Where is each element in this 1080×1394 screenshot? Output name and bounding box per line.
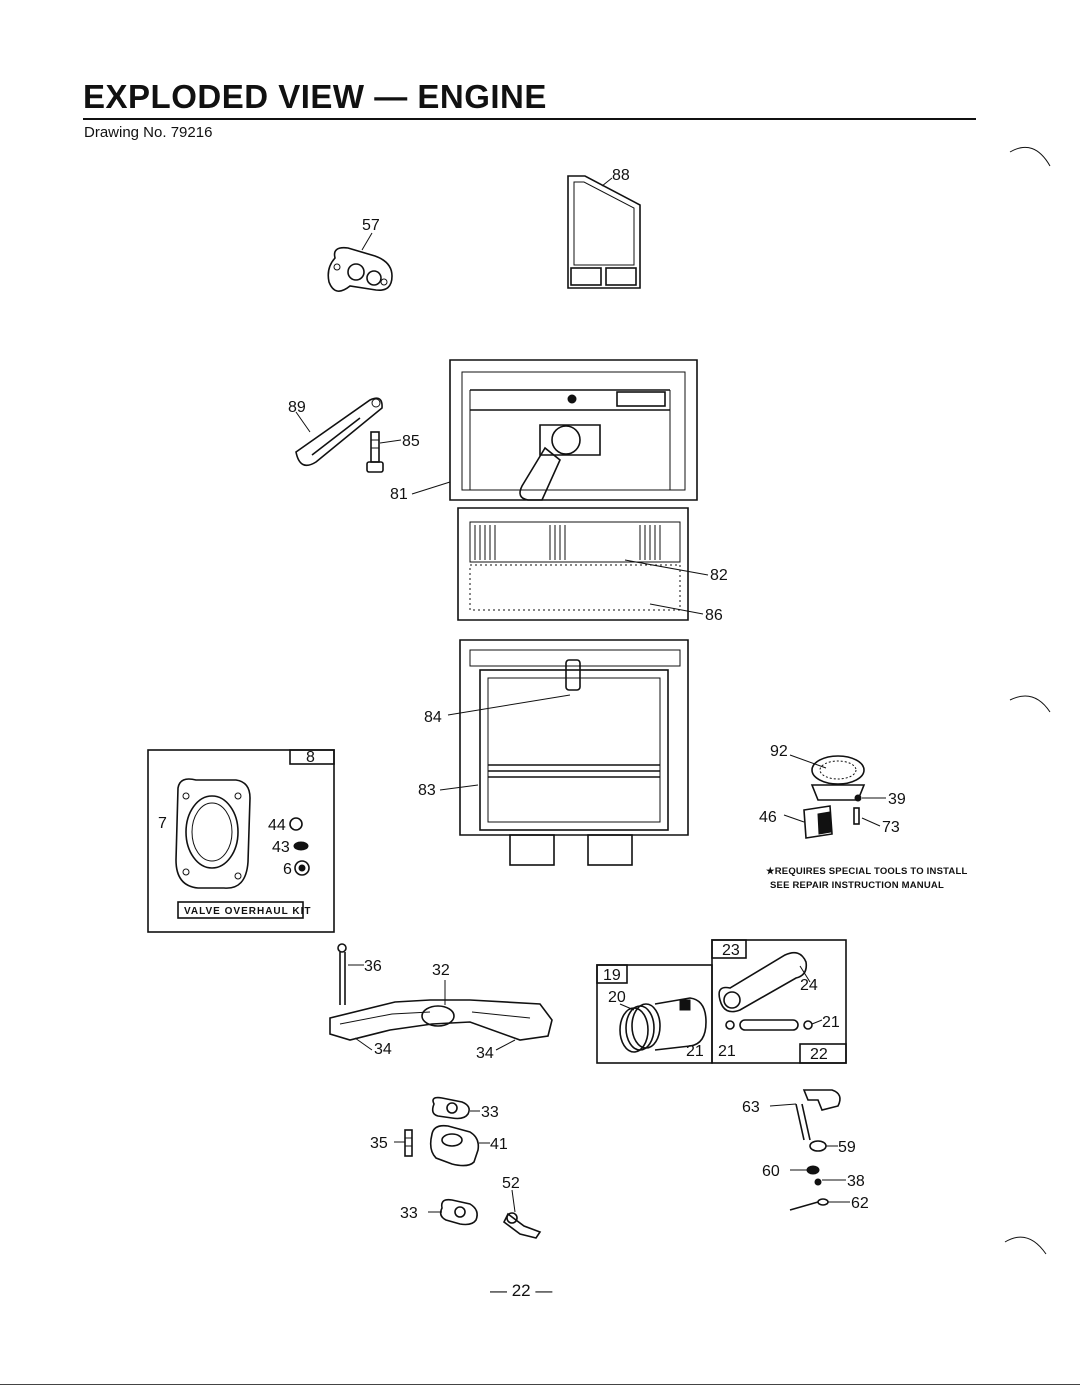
callout-44: 44 <box>268 817 286 834</box>
callout-39: 39 <box>888 791 906 808</box>
callout-7: 7 <box>158 815 167 832</box>
part-82-86-filter: 82 86 <box>457 507 728 624</box>
callout-46: 46 <box>759 809 777 826</box>
callout-8: 8 <box>306 749 315 766</box>
part-35-stud: 35 <box>370 1129 413 1157</box>
callout-21-right: 21 <box>822 1014 840 1031</box>
callout-33-lower: 33 <box>400 1205 418 1222</box>
part-38-pin: 38 <box>814 1173 865 1190</box>
callout-36: 36 <box>364 958 382 975</box>
callout-22: 22 <box>810 1046 828 1063</box>
part-83-84-cover: 84 83 <box>418 639 689 866</box>
callout-35: 35 <box>370 1135 388 1152</box>
part-36-bolt: 36 <box>337 943 382 1005</box>
callout-34-left: 34 <box>374 1041 392 1058</box>
page-number: — 22 — <box>490 1281 553 1300</box>
part-33-gasket-lower: 33 <box>400 1198 478 1226</box>
callout-73: 73 <box>882 819 900 836</box>
callout-62: 62 <box>851 1195 869 1212</box>
callout-41: 41 <box>490 1136 508 1153</box>
callout-32: 32 <box>432 962 450 979</box>
part-33-gasket-upper: 33 <box>431 1096 499 1121</box>
callout-60: 60 <box>762 1163 780 1180</box>
callout-86: 86 <box>705 607 723 624</box>
callout-6: 6 <box>283 861 292 878</box>
callout-63: 63 <box>742 1099 760 1116</box>
part-41-spacer: 41 <box>429 1124 508 1167</box>
callout-34-right: 34 <box>476 1045 494 1062</box>
part-59-washer: 59 <box>809 1139 856 1156</box>
drawing-number: Drawing No. 79216 <box>84 124 213 141</box>
callout-23: 23 <box>722 942 740 959</box>
callout-82: 82 <box>710 567 728 584</box>
special-tools-note-line2: SEE REPAIR INSTRUCTION MANUAL <box>770 880 944 891</box>
callout-84: 84 <box>424 709 442 726</box>
part-88-intake-gasket: 88 <box>567 167 641 289</box>
callout-92: 92 <box>770 743 788 760</box>
title-rule <box>83 118 976 120</box>
page-title: EXPLODED VIEW — ENGINE <box>83 78 547 115</box>
callout-89: 89 <box>288 399 306 416</box>
callout-20: 20 <box>608 989 626 1006</box>
callout-21-box: 21 <box>718 1043 736 1060</box>
valve-overhaul-kit: 8 7 44 43 6 VALVE OVERHAUL KIT <box>147 749 335 933</box>
part-62-link: 62 <box>789 1195 869 1212</box>
part-85-bolt: 85 <box>366 431 420 473</box>
callout-21-left: 21 <box>686 1043 704 1060</box>
callout-24: 24 <box>800 977 818 994</box>
part-81-air-cleaner-base: 81 <box>390 359 698 503</box>
part-52-nozzle: 52 <box>502 1175 542 1239</box>
valve-kit-label: VALVE OVERHAUL KIT <box>184 906 311 917</box>
callout-59: 59 <box>838 1139 856 1156</box>
callout-57: 57 <box>362 217 380 234</box>
callout-43: 43 <box>272 839 290 856</box>
callout-19: 19 <box>603 967 621 984</box>
part-89-breather: 89 <box>288 397 383 467</box>
callout-33-upper: 33 <box>481 1104 499 1121</box>
part-32-manifold: 32 34 34 <box>329 962 553 1062</box>
footer-rule <box>0 1384 1080 1385</box>
special-tools-note-line1: ★REQUIRES SPECIAL TOOLS TO INSTALL <box>766 866 967 877</box>
callout-52: 52 <box>502 1175 520 1192</box>
binder-hole-arc <box>1009 146 1051 167</box>
part-92-governor: 92 39 46 73 <box>759 743 906 839</box>
part-19-piston-kit: 19 20 21 <box>596 964 713 1064</box>
binder-hole-arc <box>1009 695 1051 713</box>
callout-83: 83 <box>418 782 436 799</box>
part-63-governor-lever: 63 <box>742 1089 841 1141</box>
callout-88: 88 <box>612 167 630 184</box>
binder-hole-arc <box>1004 1236 1047 1255</box>
part-57-exhaust-gasket: 57 <box>327 217 393 292</box>
callout-38: 38 <box>847 1173 865 1190</box>
part-23-connecting-rod-kit: 23 24 21 21 22 <box>711 939 847 1064</box>
callout-81: 81 <box>390 486 408 503</box>
part-60-nut: 60 <box>762 1163 820 1180</box>
callout-85: 85 <box>402 433 420 450</box>
